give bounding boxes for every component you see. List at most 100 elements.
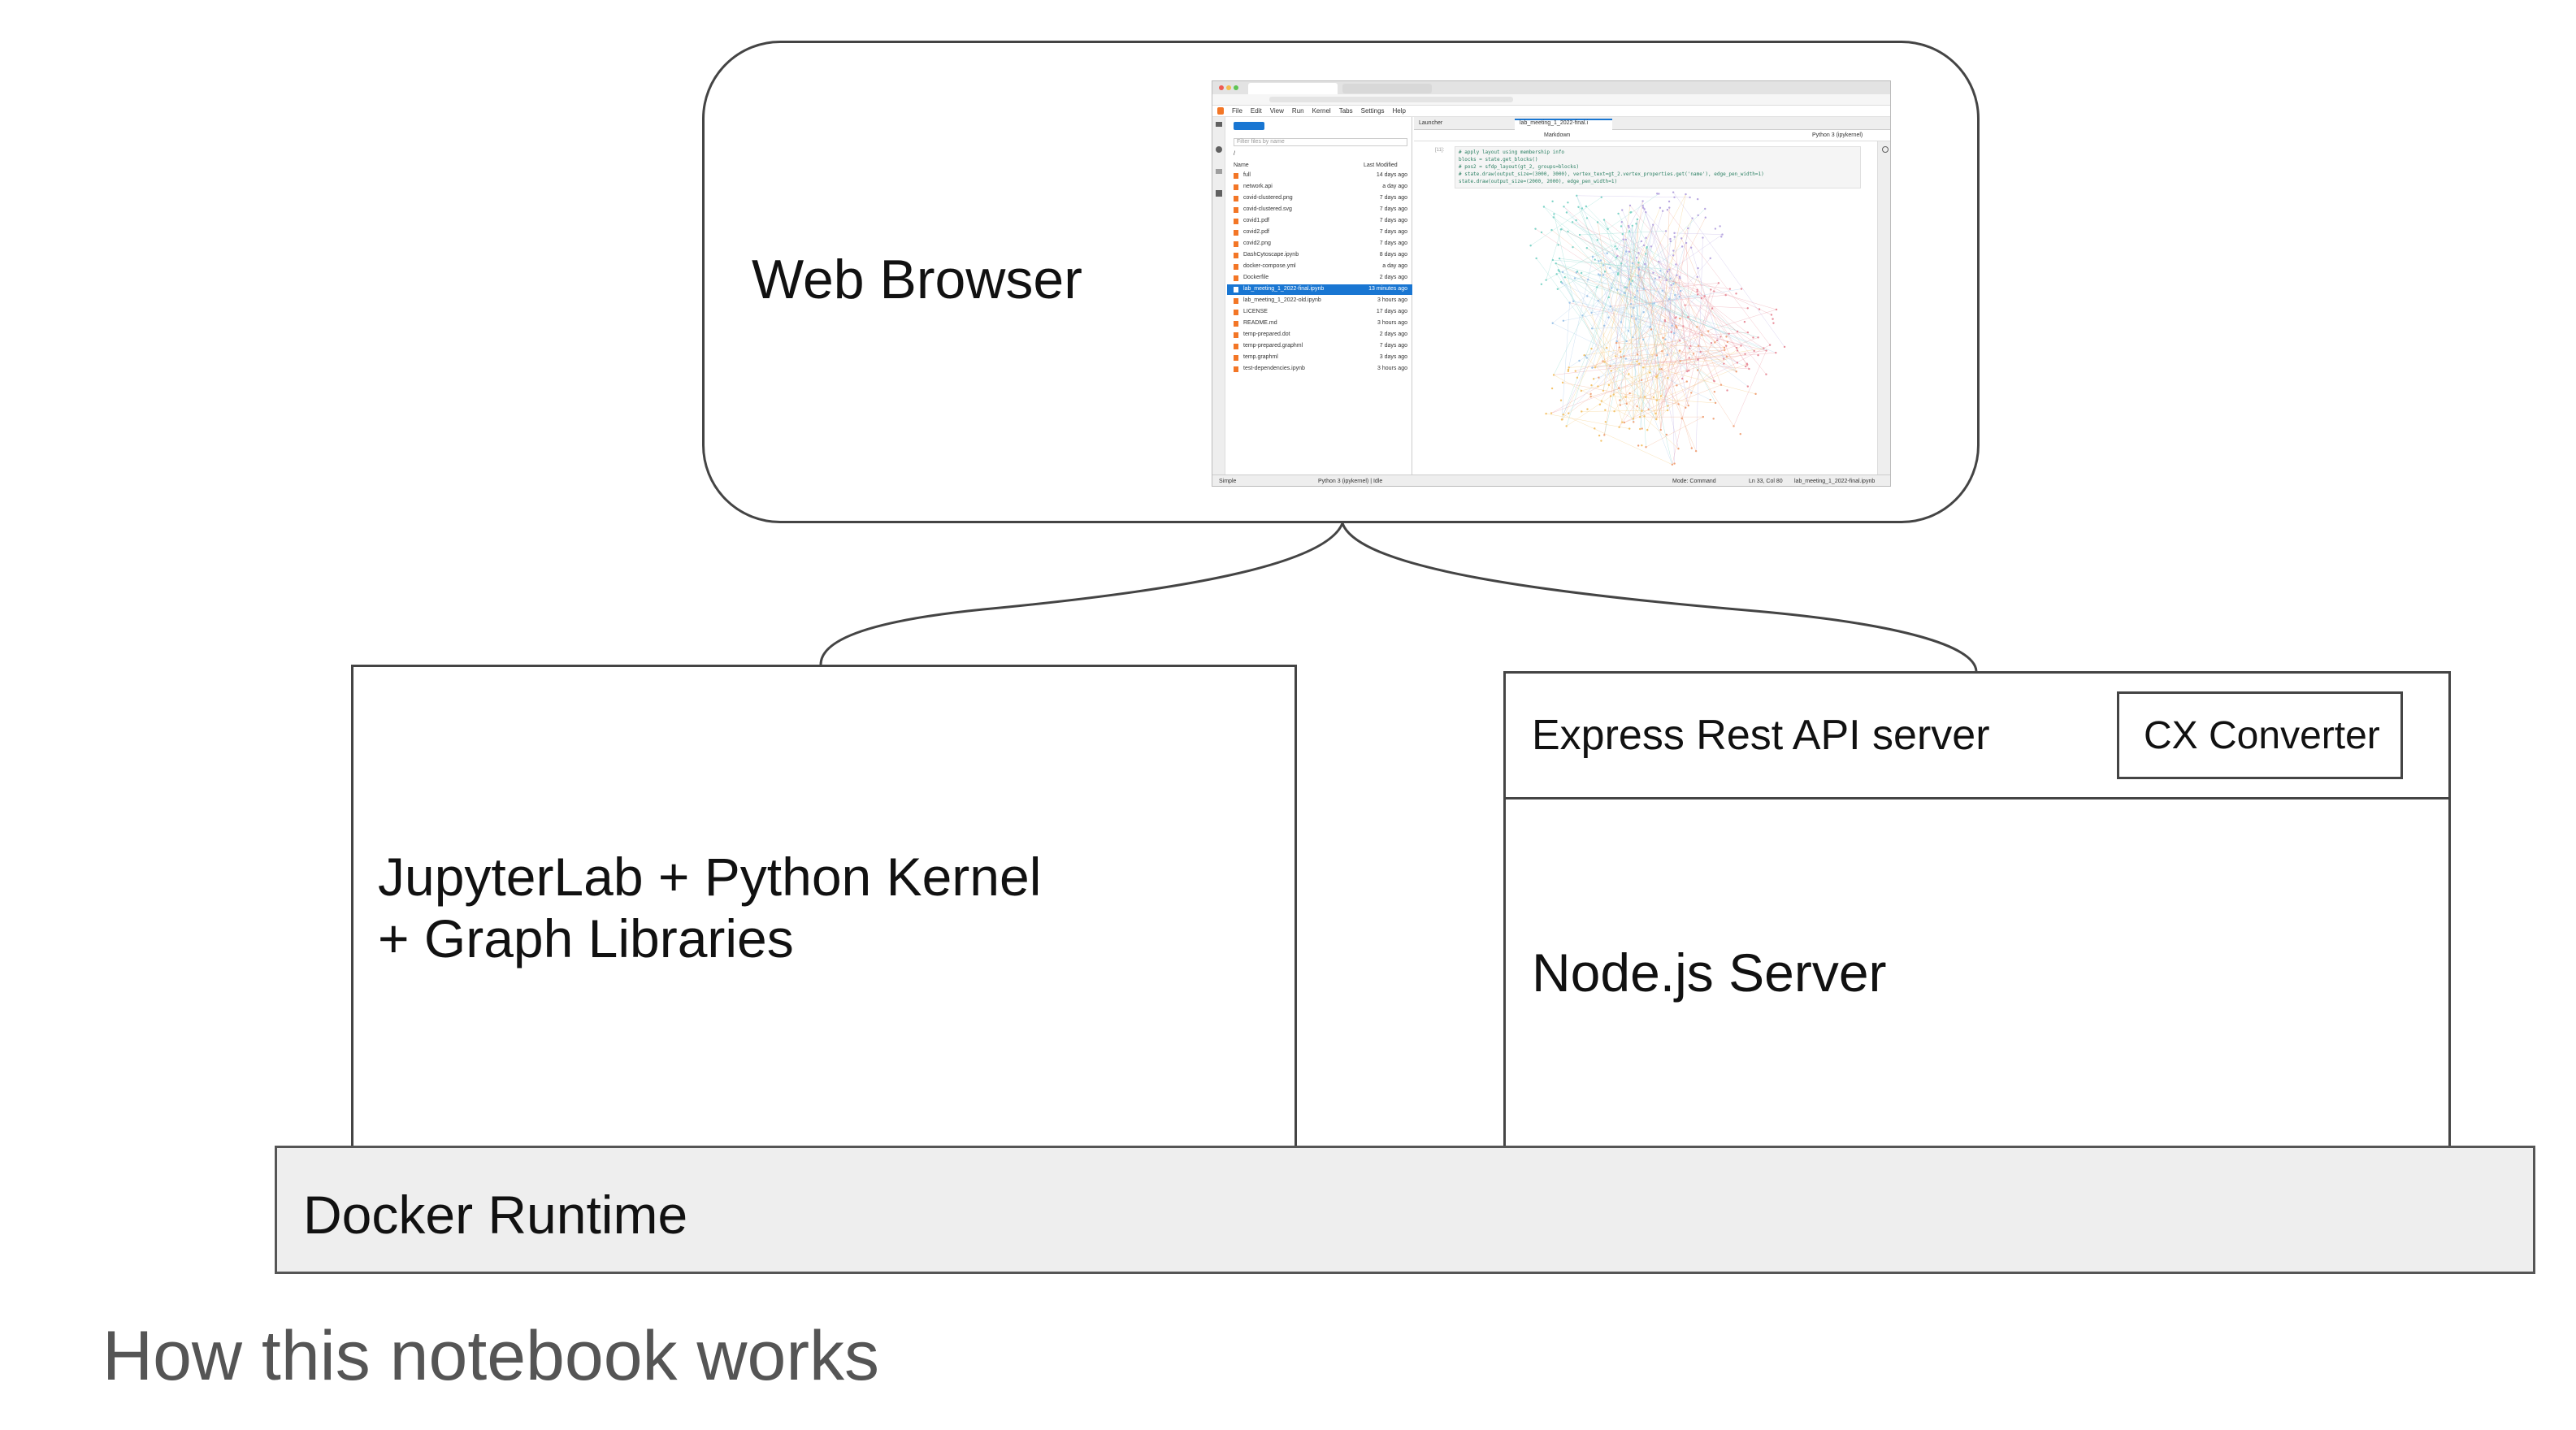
menu-item-view[interactable]: View <box>1269 107 1284 115</box>
graph-node <box>1561 282 1563 284</box>
file-name: network.api <box>1243 184 1273 189</box>
name-column-header[interactable]: Name <box>1234 162 1249 168</box>
graph-node <box>1700 297 1703 300</box>
graph-node <box>1578 359 1581 362</box>
kernel-name[interactable]: Python 3 (ipykernel) <box>1812 132 1863 138</box>
status-simple-toggle[interactable]: Simple <box>1219 479 1237 484</box>
graph-node <box>1620 356 1622 358</box>
graph-node <box>1739 432 1741 436</box>
address-bar <box>1212 94 1890 106</box>
graph-edge <box>1656 363 1747 401</box>
graph-edge <box>1553 217 1630 280</box>
graph-node <box>1628 204 1632 207</box>
graph-edge <box>1553 271 1606 375</box>
browser-tab-active <box>1248 83 1338 94</box>
graph-edge <box>1616 342 1725 349</box>
graph-node <box>1678 275 1681 278</box>
menu-item-help[interactable]: Help <box>1392 107 1406 115</box>
new-launcher-button[interactable] <box>1234 122 1264 130</box>
graph-node <box>1618 346 1621 349</box>
graph-node <box>1668 268 1671 271</box>
graph-node <box>1565 211 1568 214</box>
graph-node <box>1606 346 1608 349</box>
graph-node <box>1720 384 1723 386</box>
graph-node <box>1567 202 1569 204</box>
graph-node <box>1587 278 1589 281</box>
graph-edge <box>1568 396 1591 414</box>
graph-node <box>1561 418 1563 421</box>
graph-edge <box>1611 335 1702 371</box>
menu-item-edit[interactable]: Edit <box>1250 107 1262 115</box>
graph-node <box>1591 366 1594 369</box>
menu-item-kernel[interactable]: Kernel <box>1312 107 1331 115</box>
graph-edge <box>1572 222 1772 315</box>
graph-edge <box>1680 238 1737 372</box>
graph-edge <box>1554 214 1574 301</box>
cell-type-select[interactable]: Markdown <box>1544 132 1571 138</box>
graph-edge <box>1616 332 1672 344</box>
tab-launcher[interactable]: Launcher <box>1419 120 1443 126</box>
graph-edge <box>1594 351 1621 368</box>
graph-node <box>1740 288 1743 290</box>
graph-node <box>1596 239 1598 241</box>
graph-edge <box>1601 218 1693 401</box>
extension-icon <box>1216 190 1222 197</box>
graph-edge <box>1566 231 1630 427</box>
graph-node <box>1606 252 1608 255</box>
graph-edge <box>1644 209 1667 280</box>
graph-node <box>1701 334 1703 336</box>
graph-node <box>1568 366 1570 369</box>
graph-edge <box>1556 274 1607 349</box>
activity-bar <box>1212 117 1225 474</box>
code-line: # apply layout using membership info <box>1459 150 1565 155</box>
graph-node <box>1746 385 1750 388</box>
graph-node <box>1590 327 1594 330</box>
menu-item-file[interactable]: File <box>1232 107 1242 115</box>
menu-item-run[interactable]: Run <box>1291 107 1304 115</box>
graph-node <box>1620 321 1623 323</box>
menu-item-tabs[interactable]: Tabs <box>1338 107 1353 115</box>
graph-edge <box>1633 210 1663 308</box>
graph-node <box>1775 308 1778 311</box>
graph-edge <box>1581 410 1668 412</box>
graph-edge <box>1624 287 1672 332</box>
graph-node <box>1600 400 1603 402</box>
graph-edge <box>1682 353 1694 379</box>
graph-node <box>1597 273 1600 275</box>
graph-node <box>1585 217 1589 219</box>
tab-notebook-active[interactable] <box>1515 119 1612 130</box>
graph-node <box>1717 282 1720 284</box>
modified-column-header[interactable]: Last Modified <box>1364 162 1398 168</box>
graph-node <box>1744 353 1746 356</box>
graph-node <box>1555 273 1558 275</box>
graph-node <box>1589 395 1592 398</box>
settings-gear-icon[interactable] <box>1882 146 1889 153</box>
graph-node <box>1568 412 1570 414</box>
graph-node <box>1604 409 1607 411</box>
filter-files-input[interactable]: Filter files by name <box>1234 138 1407 146</box>
graph-edge <box>1637 275 1698 361</box>
menu-item-settings[interactable]: Settings <box>1360 107 1385 115</box>
graph-node <box>1667 377 1669 379</box>
graph-node <box>1610 370 1613 372</box>
graph-node <box>1615 341 1618 344</box>
